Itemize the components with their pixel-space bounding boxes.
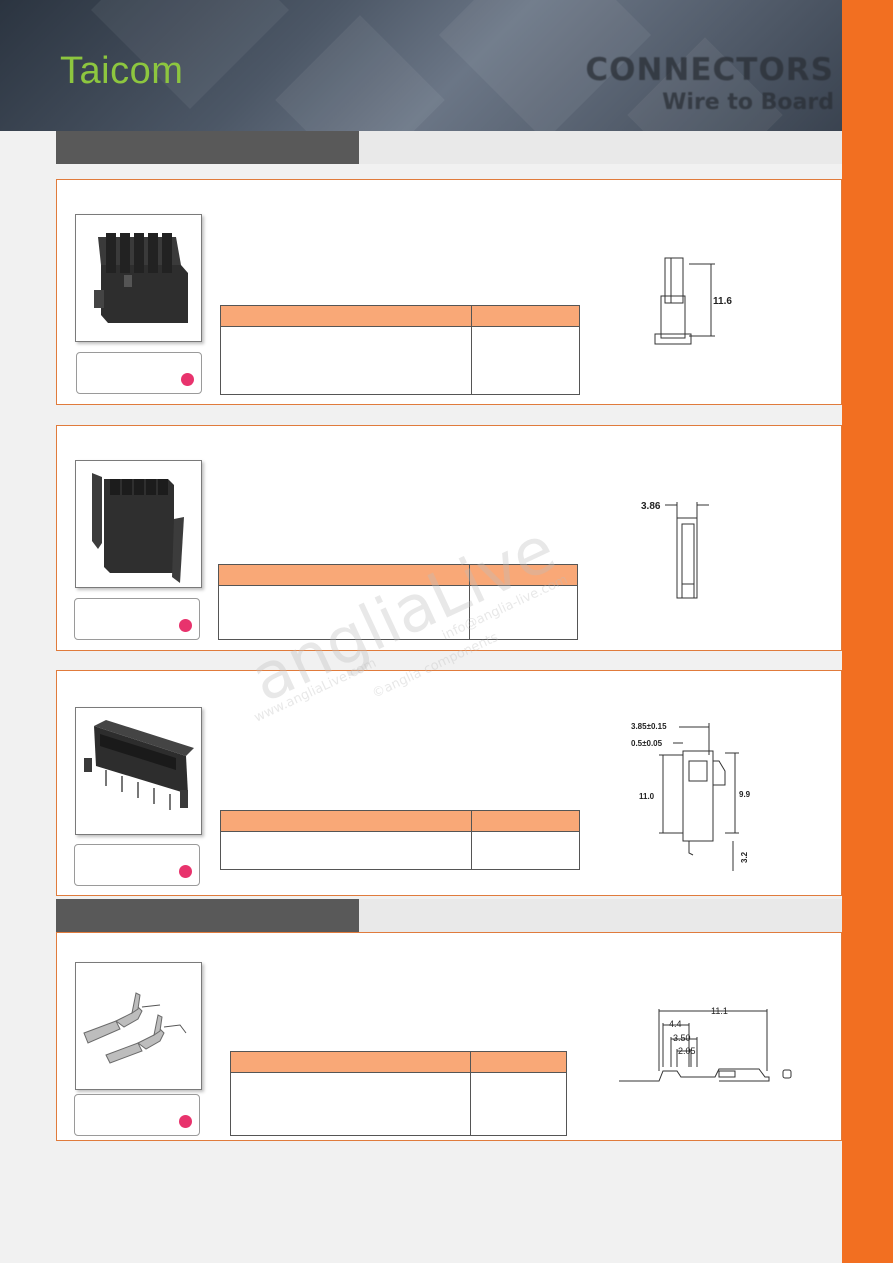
spec-table-header: [231, 1052, 566, 1073]
section-header-terminals: [56, 899, 842, 932]
dimension-width: 3.86: [641, 501, 661, 512]
section-header-tab: [56, 899, 359, 932]
product-panel-2: 3.86: [56, 425, 842, 651]
page-header: Taicom CONNECTORS Wire to Board: [0, 0, 842, 131]
product-photo-3: [75, 707, 202, 835]
title-connectors: CONNECTORS: [585, 52, 834, 88]
dimension-barrel: 3.50: [673, 1033, 691, 1043]
product-panel-1: 11.6: [56, 179, 842, 405]
spec-table-header: [221, 306, 579, 327]
product-panel-3: 3.85±0.15 0.5±0.05 11.0 9.9 3.2: [56, 670, 842, 896]
dimension-height: 11.0: [639, 792, 655, 801]
dimension-pitch: 2.05: [678, 1046, 696, 1056]
product-panel-4: 11.1 4.4 3.50 2.05: [56, 932, 842, 1141]
dimension-drawing-1: 11.6: [647, 250, 737, 355]
dimension-length: 11.1: [711, 1006, 728, 1016]
status-dot: [179, 865, 192, 878]
page-title: CONNECTORS Wire to Board: [585, 52, 834, 115]
subtitle-wire-to-board: Wire to Board: [662, 90, 834, 115]
section-header-tab: [56, 131, 359, 164]
dimension-drawing-4: 11.1 4.4 3.50 2.05: [619, 1001, 809, 1101]
section-header-housings: [56, 131, 842, 164]
product-tag-2: [74, 598, 200, 640]
spec-table-4: [230, 1051, 567, 1136]
product-photo-2: [75, 460, 202, 588]
dimension-body-height: 9.9: [739, 790, 751, 799]
status-dot: [181, 373, 194, 386]
dimension-thickness: 0.5±0.05: [631, 739, 663, 748]
product-photo-4: [75, 962, 202, 1090]
brand-logo: Taicom: [60, 50, 184, 92]
dimension-height: 11.6: [713, 296, 732, 307]
dimension-width: 3.85±0.15: [631, 722, 667, 731]
product-tag-4: [74, 1094, 200, 1136]
dimension-drawing-3: 3.85±0.15 0.5±0.05 11.0 9.9 3.2: [629, 715, 769, 880]
dimension-pin-length: 3.2: [740, 851, 749, 863]
dimension-drawing-2: 3.86: [641, 494, 741, 611]
spec-table-1: [220, 305, 580, 395]
product-photo-1: [75, 214, 202, 342]
dimension-crimp: 4.4: [669, 1019, 682, 1029]
side-accent-bar: [842, 0, 893, 1263]
spec-table-2: [218, 564, 578, 640]
spec-table-header: [219, 565, 577, 586]
product-tag-3: [74, 844, 200, 886]
spec-table-3: [220, 810, 580, 870]
status-dot: [179, 619, 192, 632]
spec-table-header: [221, 811, 579, 832]
status-dot: [179, 1115, 192, 1128]
product-tag-1: [76, 352, 202, 394]
